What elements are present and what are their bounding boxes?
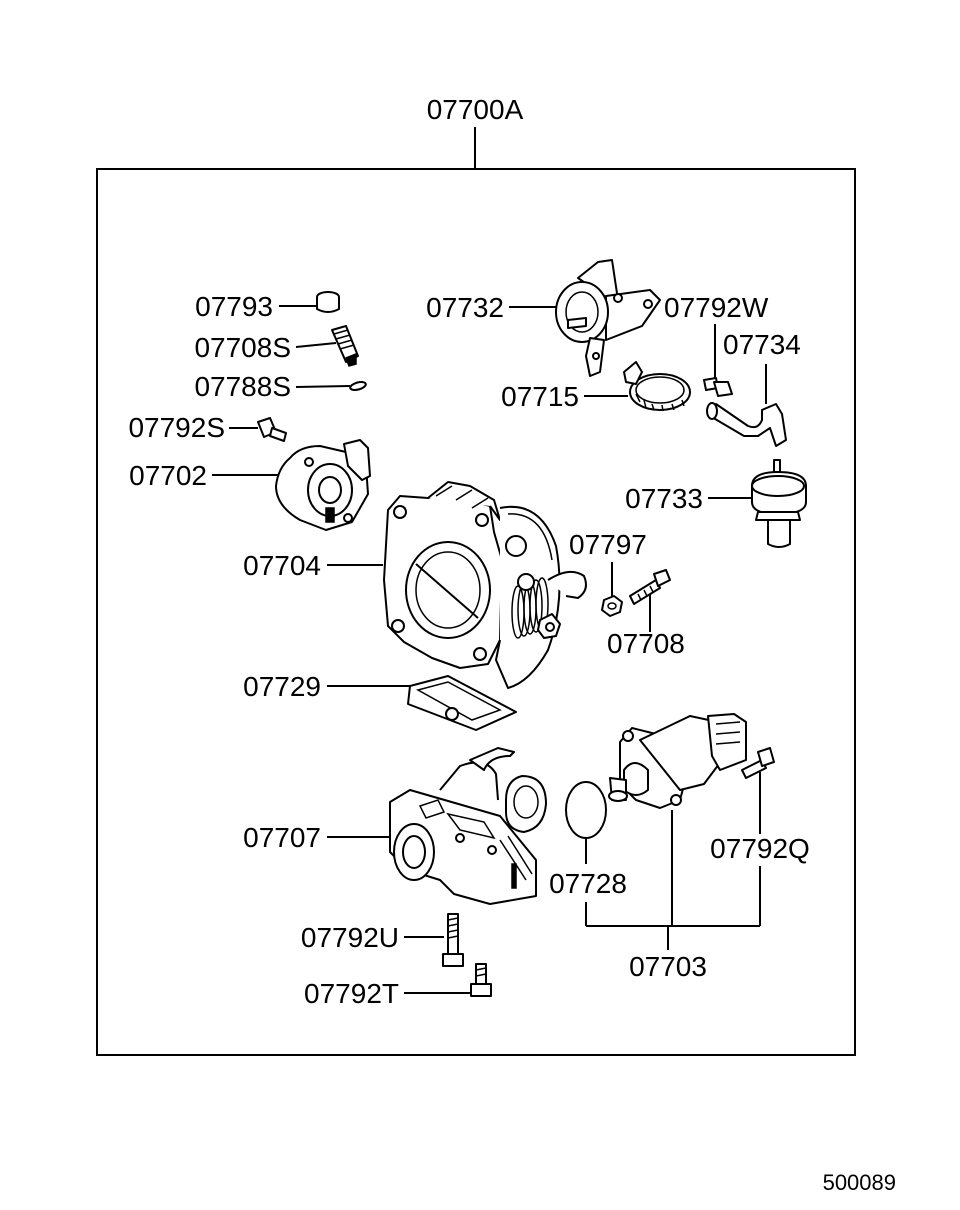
bolt-icon: [442, 913, 464, 967]
part-label-07734: 07734: [723, 329, 801, 360]
cap-icon: [316, 291, 340, 313]
bolt-icon: [629, 569, 671, 605]
air-valve-housing-icon: [389, 747, 547, 905]
dashpot-bracket-icon: [555, 259, 661, 377]
part-07792Q[interactable]: 07792Q: [710, 747, 810, 926]
part-07792U[interactable]: 07792U: [301, 913, 464, 967]
screw-spring-icon: [331, 325, 359, 367]
part-07788S[interactable]: 07788S: [194, 371, 367, 402]
screw-icon: [703, 377, 733, 397]
part-label-07708S: 07708S: [194, 332, 291, 363]
part-label-07797: 07797: [569, 529, 647, 560]
part-07797[interactable]: 07797: [569, 529, 647, 617]
o-ring-icon: [565, 781, 607, 839]
part-07728[interactable]: 07728: [549, 781, 627, 926]
gasket-icon: [407, 675, 517, 731]
part-label-07729: 07729: [243, 671, 321, 702]
part-label-07792W: 07792W: [664, 292, 769, 323]
figure-code: 500089: [823, 1170, 896, 1195]
part-label-07707: 07707: [243, 822, 321, 853]
assembly-number: 07700A: [427, 94, 524, 125]
bolt-icon: [470, 963, 492, 997]
part-07704[interactable]: 07704: [243, 481, 587, 689]
part-label-07793: 07793: [195, 291, 273, 322]
part-07792W[interactable]: 07792W: [664, 292, 769, 397]
part-label-07708: 07708: [607, 628, 685, 659]
hose-icon: [706, 402, 787, 447]
part-label-07792T: 07792T: [304, 978, 399, 1009]
part-07734[interactable]: 07734: [706, 329, 801, 447]
part-07702[interactable]: 07702: [129, 439, 371, 531]
part-label-07792S: 07792S: [128, 412, 225, 443]
part-07729[interactable]: 07729: [243, 671, 517, 731]
part-07703[interactable]: 07703: [586, 713, 760, 982]
o-ring-icon: [349, 381, 367, 391]
part-label-07792U: 07792U: [301, 922, 399, 953]
throttle-position-sensor-icon: [275, 439, 371, 531]
idle-speed-control-servo-icon: [608, 713, 747, 809]
part-label-07732: 07732: [426, 292, 504, 323]
part-label-07728: 07728: [549, 868, 627, 899]
part-label-07704: 07704: [243, 550, 321, 581]
part-label-07702: 07702: [129, 460, 207, 491]
screw-icon: [741, 747, 775, 779]
dashpot-icon: [751, 459, 807, 548]
part-label-07788S: 07788S: [194, 371, 291, 402]
part-label-07715: 07715: [501, 381, 579, 412]
part-label-07792Q: 07792Q: [710, 833, 810, 864]
part-07732[interactable]: 07732: [426, 259, 661, 377]
hose-clamp-icon: [623, 361, 691, 412]
part-07707[interactable]: 07707: [243, 747, 547, 905]
screw-icon: [257, 417, 287, 442]
part-07708[interactable]: 07708: [607, 569, 685, 659]
part-07793[interactable]: 07793: [195, 291, 340, 322]
part-07733[interactable]: 07733: [625, 459, 807, 548]
part-label-07703: 07703: [629, 951, 707, 982]
throttle-body-icon: [383, 481, 587, 689]
part-07708S[interactable]: 07708S: [194, 325, 359, 367]
part-07792T[interactable]: 07792T: [304, 963, 492, 1009]
part-07792S[interactable]: 07792S: [128, 412, 287, 443]
part-07715[interactable]: 07715: [501, 361, 691, 412]
part-label-07733: 07733: [625, 483, 703, 514]
nut-icon: [601, 595, 623, 617]
